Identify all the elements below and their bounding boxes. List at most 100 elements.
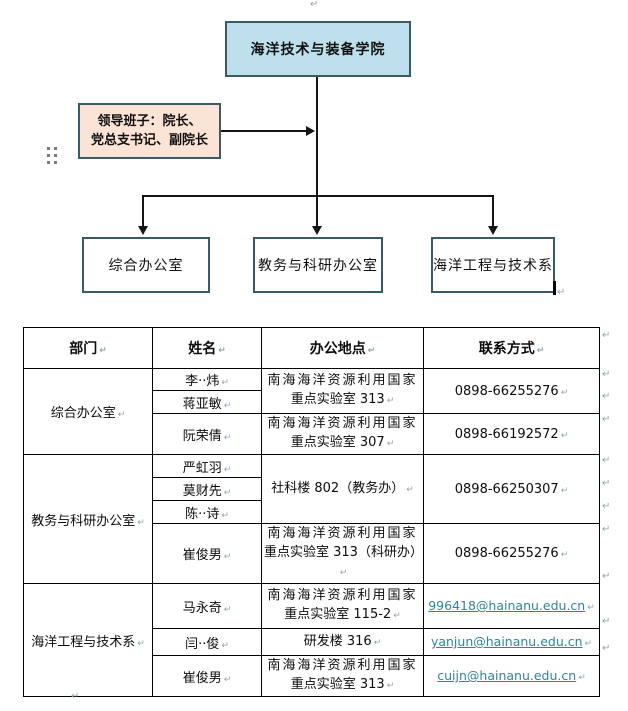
name-text: 闫··俊 [185,636,220,652]
table-header-row: 部门↵ 姓名↵ 办公地点↵ 联系方式↵ [23,327,600,369]
leadership-label-line1: 领导班子：院长、 [97,114,202,129]
location-text: 重点实验室 313（科研办） [264,545,423,560]
leadership-box[interactable]: 领导班子：院长、 党总支书记、副院长 [78,103,221,159]
table-row: 崔俊男↵ 南海海洋资源利用国家重点实验室 313↵ cuijn@hainanu.… [24,655,600,697]
dept-box-general-office[interactable]: 综合办公室 [82,237,210,293]
name-cell[interactable]: 崔俊男↵ [152,655,262,697]
location-cell[interactable]: 南海海洋资源利用国家重点实验室 313（科研办）↵ [261,523,424,584]
header-dept[interactable]: 部门↵ [23,327,153,369]
paragraph-mark: ↵ [602,330,611,341]
end-of-cell-mark: ↵ [223,552,232,562]
header-location[interactable]: 办公地点↵ [261,327,424,369]
paragraph-mark: ↵ [602,478,611,489]
location-text: 南海海洋资源利用国家 [267,526,418,541]
header-contact[interactable]: 联系方式↵ [423,327,600,369]
drag-handle-dot [54,154,57,157]
name-cell[interactable]: 崔俊男↵ [152,523,262,584]
name-text: 阮荣倩 [182,428,222,444]
connector-drop-right [492,195,494,226]
contact-cell[interactable]: 0898-66250307↵ [423,454,600,524]
dept-box-academic-research-office[interactable]: 教务与科研办公室 [253,237,383,293]
email-link[interactable]: yanjun@hainanu.edu.cn [430,634,583,649]
name-text: 崔俊男 [182,670,222,686]
table-row: 蒋亚敏↵ [24,390,600,414]
name-cell[interactable]: 蒋亚敏↵ [152,390,262,414]
name-cell[interactable]: 陈··诗↵ [152,500,262,524]
location-cell[interactable]: 南海海洋资源利用国家重点实验室 313↵ [261,368,424,414]
location-cell[interactable]: 南海海洋资源利用国家重点实验室 307↵ [261,413,424,455]
dept-cell[interactable]: 海洋工程与技术系↵ [23,583,153,697]
arrowhead-down-icon [312,226,322,235]
end-of-cell-mark: ↵ [223,432,232,443]
name-cell[interactable]: 严虹羽↵ [152,454,262,478]
end-of-cell-mark: ↵ [587,603,595,613]
drag-handle-dot [47,147,50,150]
contact-cell[interactable]: 0898-66192572↵ [423,413,600,455]
end-of-cell-mark: ↵ [117,410,126,420]
end-of-cell-mark: ↵ [223,674,232,685]
end-of-cell-mark: ↵ [406,484,414,495]
contact-cell[interactable]: 0898-66255276↵ [423,523,600,584]
drag-handle-dot [47,154,50,157]
dept-box-ocean-engineering[interactable]: 海洋工程与技术系 [431,237,555,293]
end-of-cell-mark: ↵ [373,637,382,648]
end-of-cell-mark: ↵ [536,346,545,356]
location-text: 南海海洋资源利用国家 [267,588,418,603]
table-row: 陈··诗↵ [24,500,600,524]
end-of-cell-mark: ↵ [218,346,226,356]
location-text: 南海海洋资源利用国家 [267,658,418,673]
paragraph-mark: ↵ [602,501,611,512]
location-cell[interactable]: 社科楼 802（教务办）↵ [261,454,424,524]
location-cell[interactable]: 南海海洋资源利用国家重点实验室 115-2↵ [261,583,424,629]
end-of-cell-mark: ↵ [221,378,229,388]
dept-cell[interactable]: 教务与科研办公室↵ [23,454,153,584]
end-of-cell-mark: ↵ [137,517,145,528]
contact-cell[interactable]: yanjun@hainanu.edu.cn↵ [423,628,600,656]
paragraph-mark: ↵ [71,691,80,702]
dept-cell[interactable]: 综合办公室↵ [23,368,153,455]
contact-cell[interactable]: 0898-66255276↵ [423,368,600,414]
connector-vertical-center [316,77,318,226]
table-row: 崔俊男↵ 南海海洋资源利用国家重点实验室 313（科研办）↵ 0898-6625… [24,523,600,584]
end-of-cell-mark: ↵ [386,439,395,449]
dept-text: 综合办公室 [50,406,116,421]
contact-cell[interactable]: cuijn@hainanu.edu.cn↵ [423,655,600,697]
name-cell[interactable]: 马永奇↵ [152,583,262,629]
header-text: 办公地点 [309,341,366,357]
end-of-cell-mark: ↵ [578,673,586,683]
phone-text: 0898-66250307 [454,481,559,497]
location-cell[interactable]: 研发楼 316↵ [261,628,424,656]
location-text: 南海海洋资源利用国家 [267,373,418,388]
contact-cell[interactable]: 996418@hainanu.edu.cn↵ [423,583,600,629]
end-of-cell-mark: ↵ [560,550,569,560]
location-text: 重点实验室 313 [290,677,385,692]
email-link[interactable]: cuijn@hainanu.edu.cn [437,668,577,683]
paragraph-mark: ↵ [602,524,611,535]
name-cell[interactable]: 莫财先↵ [152,477,262,501]
arrowhead-right-icon [306,126,315,136]
name-text: 严虹羽 [182,460,222,476]
name-cell[interactable]: 闫··俊↵ [152,628,262,656]
end-of-cell-mark: ↵ [221,510,229,521]
header-name[interactable]: 姓名↵ [152,327,262,369]
email-link[interactable]: 996418@hainanu.edu.cn [428,598,586,613]
phone-text: 0898-66255276 [454,546,559,561]
name-cell[interactable]: 李··炜↵ [152,368,262,391]
org-root-box[interactable]: 海洋技术与装备学院 [225,21,411,77]
drag-handle[interactable] [47,147,57,164]
dept-label: 海洋工程与技术系 [433,258,553,274]
leadership-connector [221,130,306,132]
name-cell[interactable]: 阮荣倩↵ [152,413,262,455]
drag-handle-dot [54,147,57,150]
location-text: 重点实验室 307 [290,435,385,450]
paragraph-mark: ↵ [602,616,611,627]
end-of-cell-mark: ↵ [223,464,232,475]
name-text: 马永奇 [182,600,222,616]
end-of-cell-mark: ↵ [223,487,232,498]
connector-horizontal [142,195,494,197]
location-cell[interactable]: 南海海洋资源利用国家重点实验室 313↵ [261,655,424,697]
dept-text: 教务与科研办公室 [31,513,136,529]
end-of-cell-mark: ↵ [560,430,569,441]
leadership-label-line2: 党总支书记、副院长 [90,133,208,148]
name-text: 莫财先 [182,483,222,499]
